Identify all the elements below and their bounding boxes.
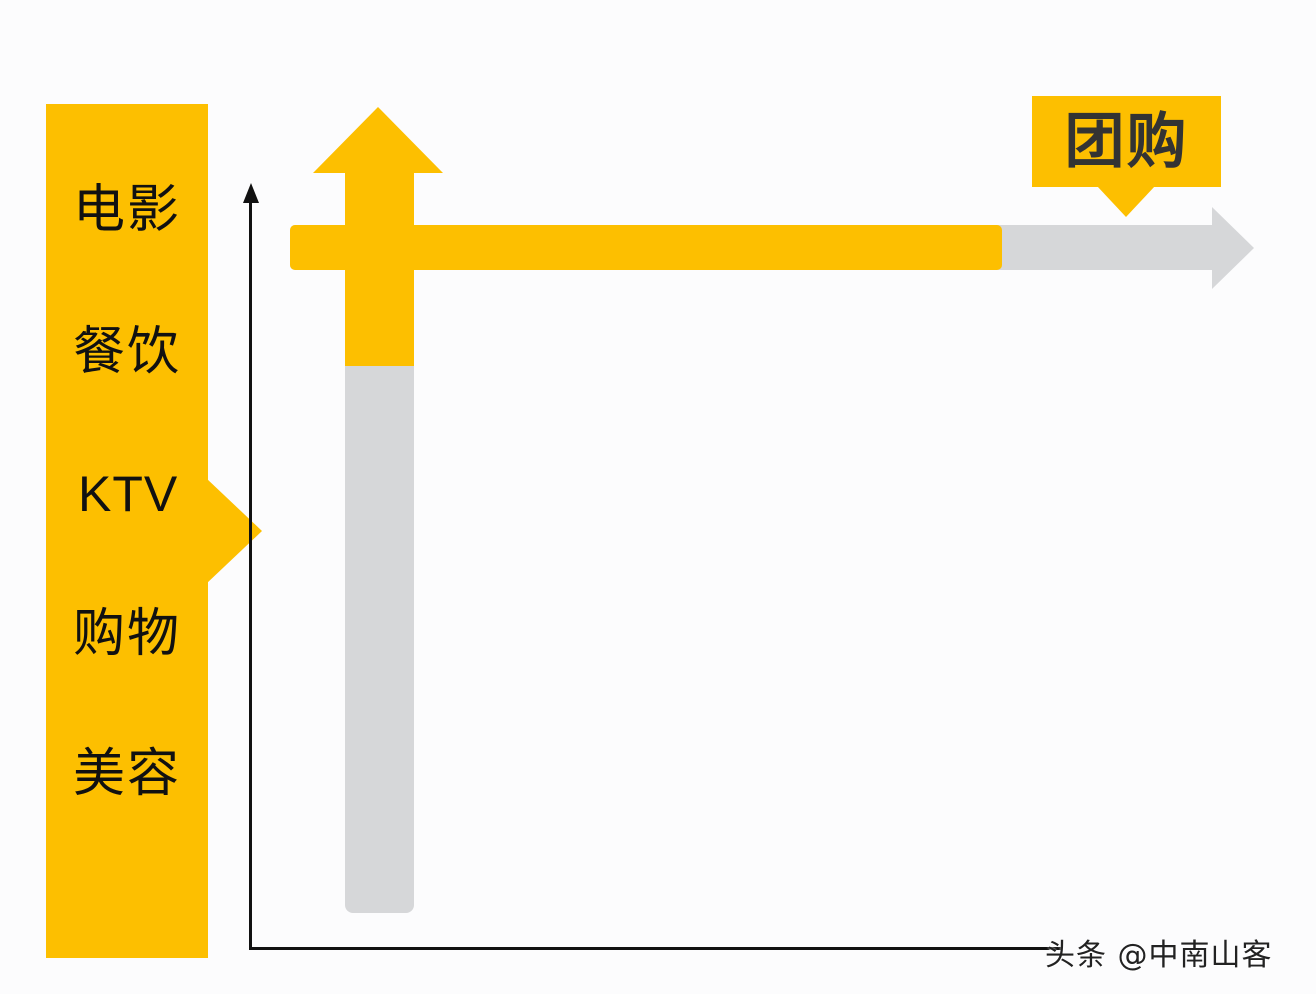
category-label-beauty: 美容 [72,744,181,804]
x-axis-line [249,947,1061,950]
category-label-dining: 餐饮 [72,322,181,382]
category-label-movie: 电影 [72,180,181,240]
category-panel [46,104,208,958]
category-label-ktv: KTV [78,466,179,522]
callout-pointer-icon [1097,186,1155,217]
vertical-arrow-head-icon [313,107,443,173]
vertical-bar-fill [345,170,414,366]
category-pointer-icon [206,478,262,584]
horizontal-arrow-head-icon [1212,207,1254,289]
callout-box: 团购 [1032,96,1221,187]
y-axis-arrow-icon [243,183,259,203]
watermark: 头条 @中南山客 [1045,938,1273,973]
category-label-shopping: 购物 [72,604,181,664]
y-axis-line [249,195,252,950]
callout-label: 团购 [1064,106,1189,177]
